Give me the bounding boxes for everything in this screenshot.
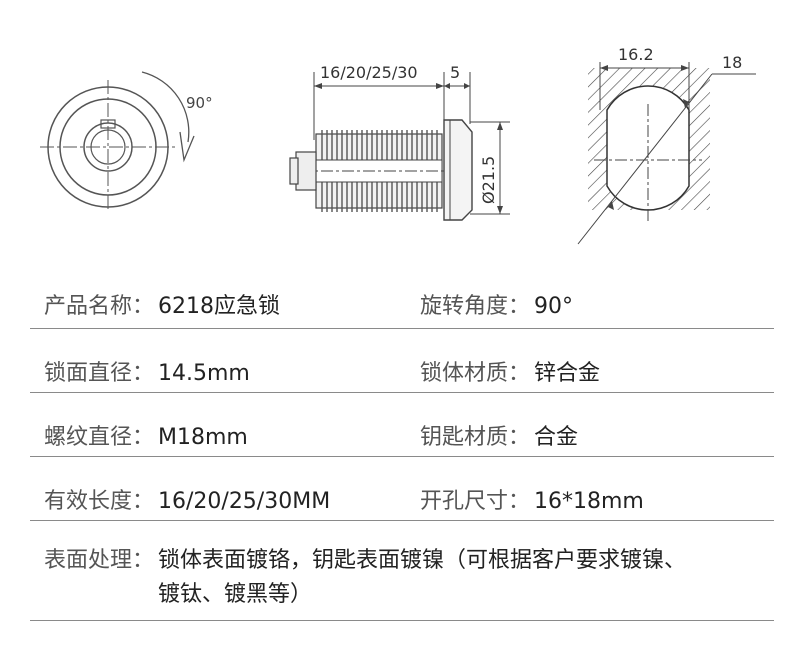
spec-row: 螺纹直径： M18mm 钥匙材质： 合金 [30,392,774,457]
side-diameter-label: Ø21.5 [479,156,498,204]
spec-value: 锌合金 [534,361,601,386]
spec-label: 旋转角度： [420,294,531,319]
spec-value: 合金 [534,425,579,450]
side-length-label: 16/20/25/30 [320,63,418,82]
spec-value: 6218应急锁 [158,294,280,319]
spec-label: 表面处理： [44,548,155,573]
spec-row: 产品名称： 6218应急锁 旋转角度： 90° [30,270,774,329]
spec-label: 锁体材质： [420,361,531,386]
side-view-drawing [289,72,510,221]
rotation-label: 90° [186,94,213,112]
spec-value: M18mm [158,425,248,450]
spec-label: 螺纹直径： [44,425,155,450]
spec-label: 有效长度： [44,489,155,514]
spec-value: 16*18mm [534,489,644,514]
spec-value: 14.5mm [158,361,250,386]
front-view-drawing [40,71,195,212]
spec-label: 产品名称： [44,294,155,319]
spec-label: 锁面直径： [44,361,155,386]
spec-label: 开孔尺寸： [420,489,531,514]
cutout-height-label: 18 [722,53,742,72]
spec-label: 钥匙材质： [420,425,531,450]
cutout-width-label: 16.2 [618,45,654,64]
spec-row: 锁面直径： 14.5mm 锁体材质： 锌合金 [30,328,774,393]
spec-row: 有效长度： 16/20/25/30MM 开孔尺寸： 16*18mm [30,456,774,521]
spec-row-surface: 表面处理： 锁体表面镀铬，钥匙表面镀镍（可根据客户要求镀镍、镀钛、镀黑等） [30,520,774,621]
side-flange-label: 5 [450,63,460,82]
spec-value: 90° [534,294,573,319]
spec-value: 16/20/25/30MM [158,489,331,514]
cutout-view-drawing [577,62,756,245]
technical-drawings: 90° [40,45,756,245]
spec-value: 锁体表面镀铬，钥匙表面镀镍（可根据客户要求镀镍、镀钛、镀黑等） [158,548,687,607]
